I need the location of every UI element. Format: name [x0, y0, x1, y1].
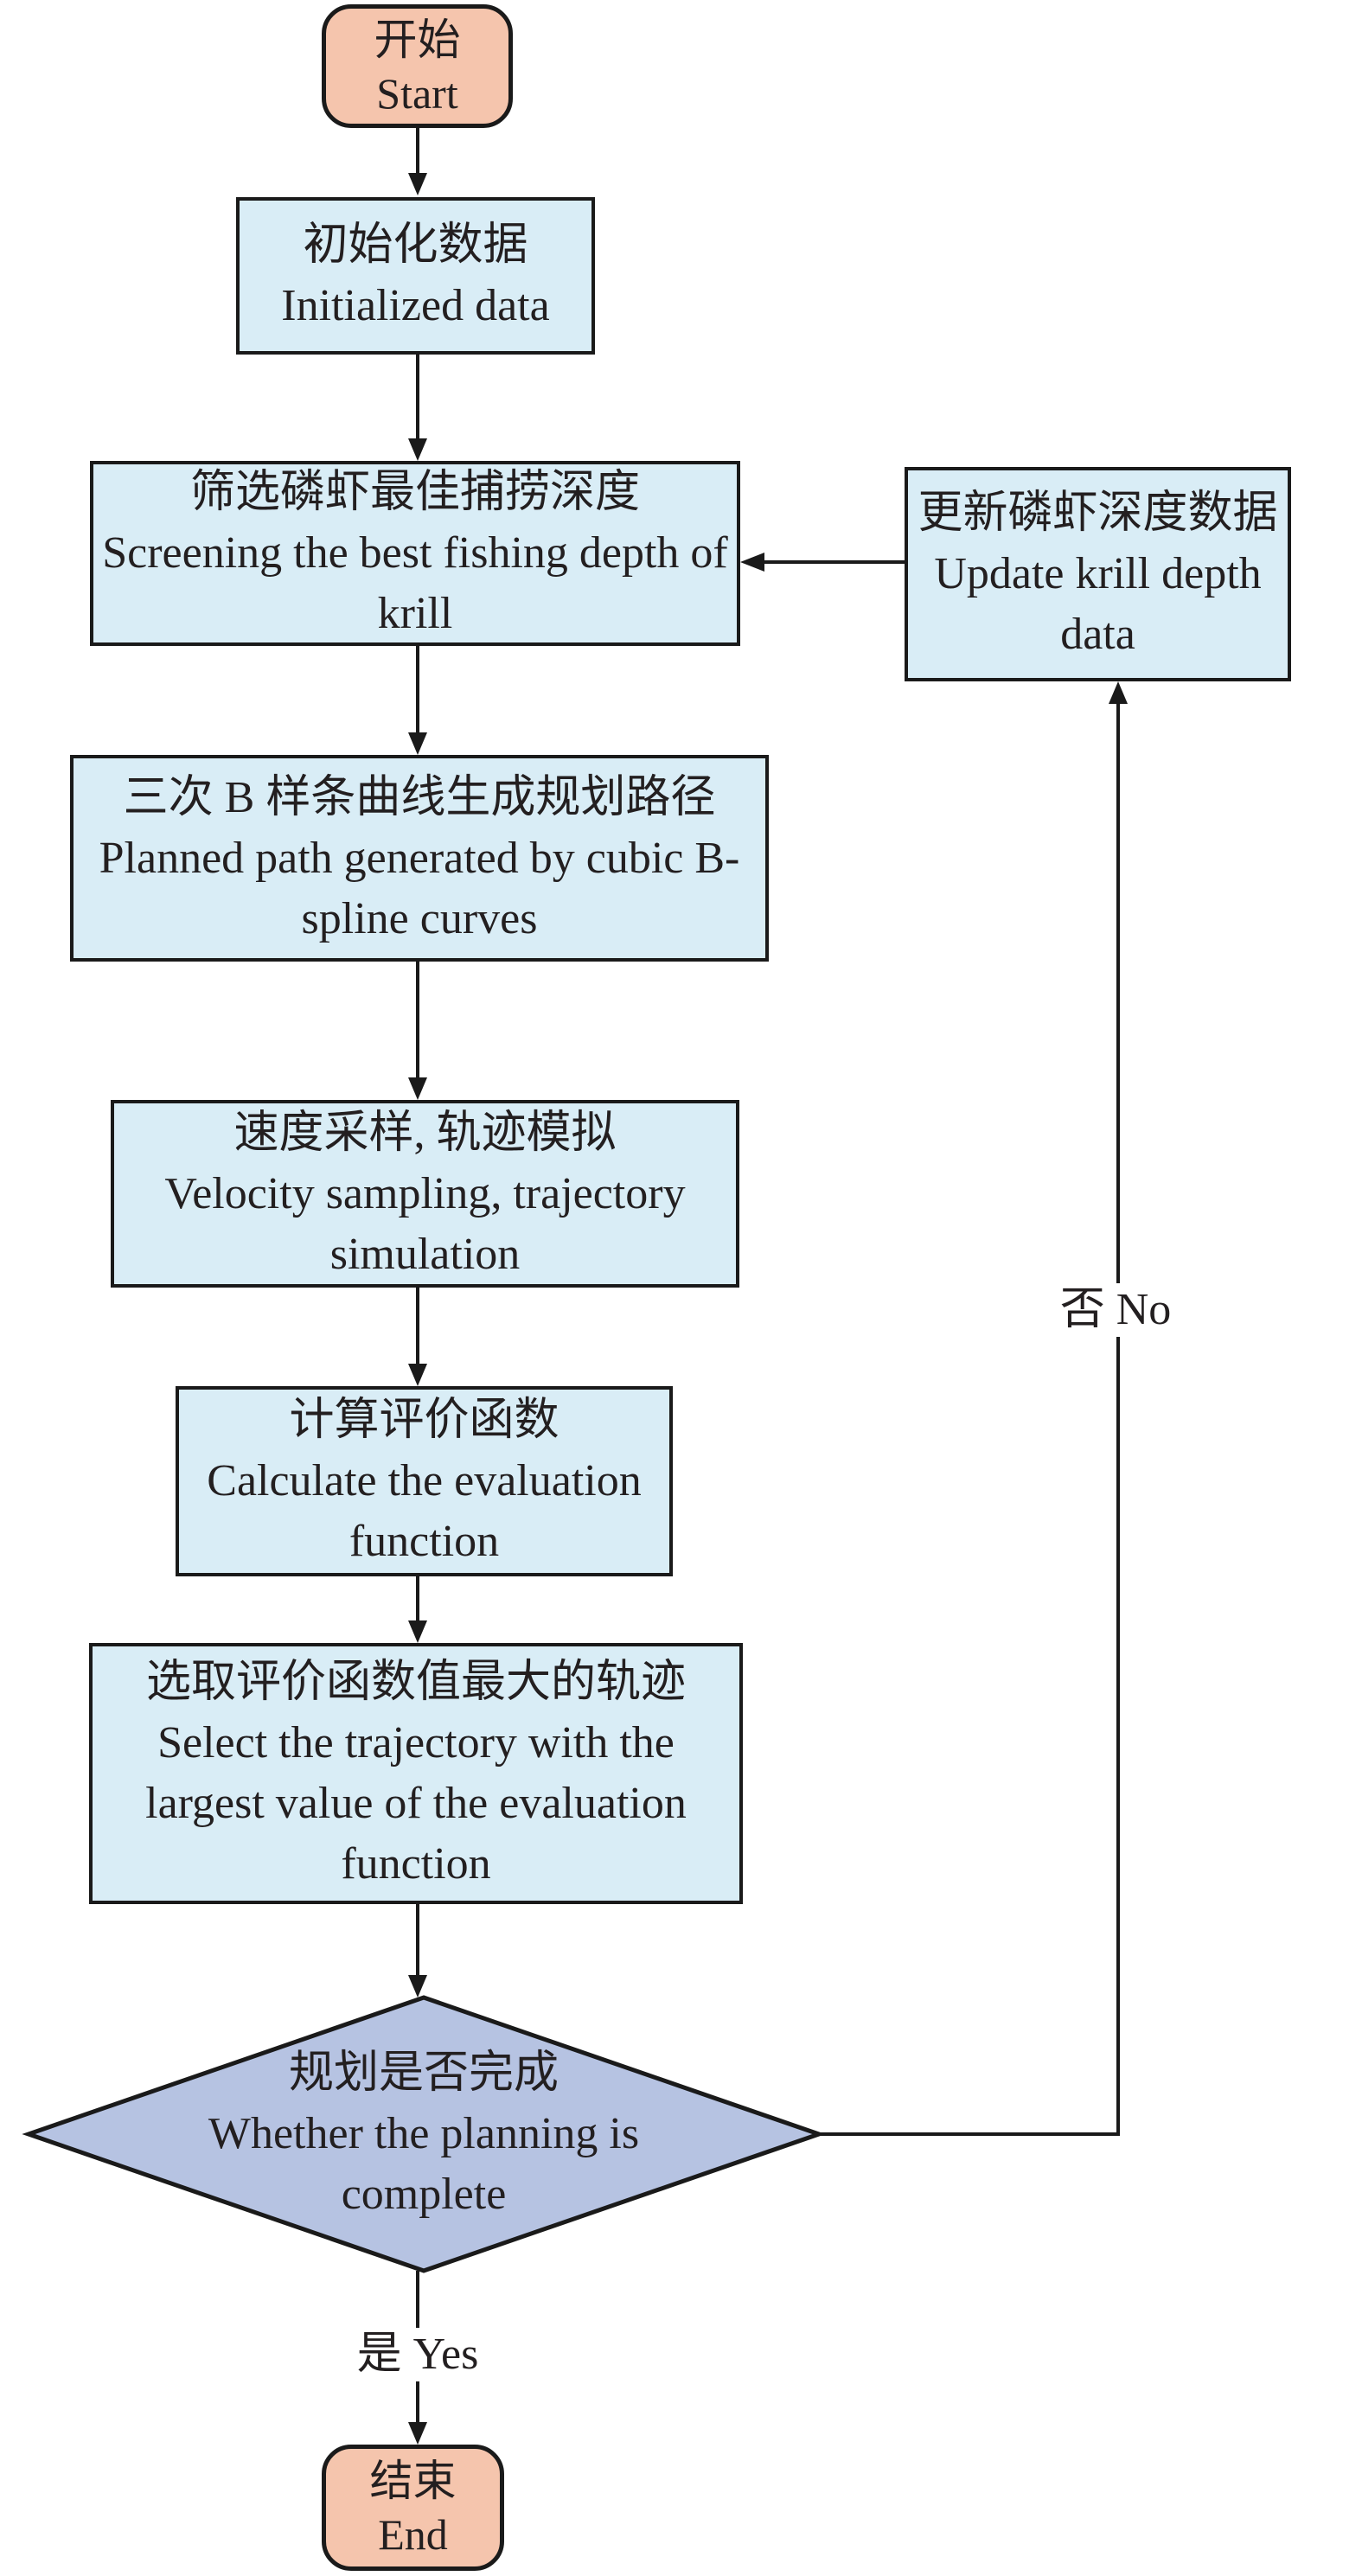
screening-depth-label-en: Screening the best fishing depth of kril…: [102, 528, 728, 638]
arrow-select-to-decision: [408, 1904, 427, 1998]
no-edge-label: 否 No: [1051, 1283, 1180, 1337]
planning-complete-label-zh: 规划是否完成: [288, 2049, 559, 2098]
planning-complete-label-en: Whether the planning is complete: [208, 2109, 640, 2219]
planning-complete-decision-node: 规划是否完成 Whether the planning is complete: [164, 2041, 683, 2228]
end-node: 结束 End: [322, 2445, 504, 2571]
yes-edge-label: 是 Yes: [353, 2328, 483, 2381]
bspline-path-label-zh: 三次 B 样条曲线生成规划路径: [123, 772, 716, 822]
velocity-sampling-node: 速度采样, 轨迹模拟 Velocity sampling, trajectory…: [111, 1100, 739, 1288]
arrow-update-to-screening: [740, 553, 905, 572]
velocity-sampling-label-en: Velocity sampling, trajectory simulation: [164, 1168, 686, 1279]
screening-depth-label-zh: 筛选磷虾最佳捕捞深度: [189, 468, 640, 517]
calculate-evaluation-label-en: Calculate the evaluation function: [207, 1456, 642, 1566]
initialize-data-label-en: Initialized data: [281, 281, 550, 330]
initialize-data-node: 初始化数据 Initialized data: [236, 197, 595, 355]
screening-depth-node: 筛选磷虾最佳捕捞深度 Screening the best fishing de…: [90, 461, 740, 646]
select-trajectory-node: 选取评价函数值最大的轨迹 Select the trajectory with …: [89, 1643, 743, 1904]
velocity-sampling-label-zh: 速度采样, 轨迹模拟: [233, 1108, 617, 1158]
select-trajectory-label-en: Select the trajectory with the largest v…: [145, 1718, 687, 1889]
start-label-en: Start: [376, 68, 458, 118]
calculate-evaluation-label-zh: 计算评价函数: [289, 1396, 560, 1445]
end-label-en: End: [378, 2510, 448, 2559]
decision-diamond-shape: [22, 1995, 826, 2273]
arrow-decision-to-update: [819, 681, 1128, 2136]
arrow-bspline-to-velocity: [408, 962, 427, 1100]
update-krill-depth-node: 更新磷虾深度数据 Update krill depth data: [905, 467, 1291, 681]
initialize-data-label-zh: 初始化数据: [303, 221, 528, 270]
arrow-start-to-init: [408, 128, 427, 195]
bspline-path-label-en: Planned path generated by cubic B-spline…: [99, 833, 740, 943]
update-krill-depth-label-en: Update krill depth data: [934, 549, 1262, 659]
arrow-calculate-to-select: [408, 1576, 427, 1643]
update-krill-depth-label-zh: 更新磷虾深度数据: [918, 489, 1278, 538]
arrow-velocity-to-calculate: [408, 1288, 427, 1386]
end-label-zh: 结束: [369, 2457, 457, 2505]
start-label-zh: 开始: [374, 15, 461, 64]
select-trajectory-label-zh: 选取评价函数值最大的轨迹: [145, 1658, 686, 1707]
arrow-screening-to-bspline: [408, 646, 427, 755]
start-node: 开始 Start: [322, 4, 513, 128]
calculate-evaluation-node: 计算评价函数 Calculate the evaluation function: [176, 1386, 673, 1576]
bspline-path-node: 三次 B 样条曲线生成规划路径 Planned path generated b…: [70, 755, 769, 962]
arrow-init-to-screening: [408, 355, 427, 461]
